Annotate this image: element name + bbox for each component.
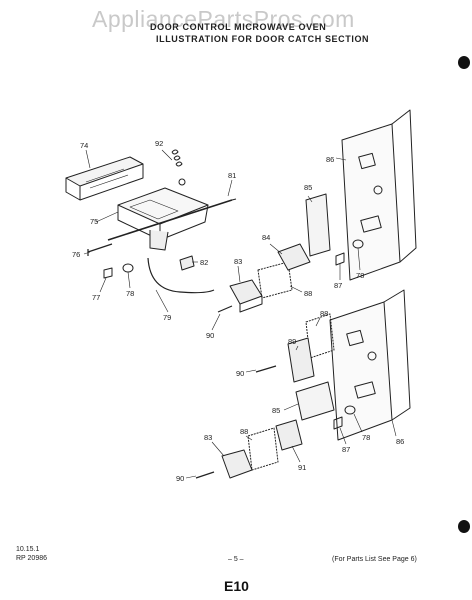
part-76-screw [87,243,113,256]
diagram-title-line2: ILLUSTRATION FOR DOOR CATCH SECTION [156,34,370,44]
part-86-plate-upper [341,109,417,281]
callout-78-c: 78 [362,433,370,442]
callout-88-c: 88 [240,427,248,436]
callout-87-b: 87 [342,445,350,454]
part-77-screw [103,267,113,279]
callout-87: 87 [334,281,342,290]
part-83-switch-upper [229,279,263,313]
callout-89: 89 [288,337,296,346]
binder-hole-bottom [458,520,470,533]
page-code: E10 [224,578,249,594]
callout-75: 75 [90,217,98,226]
page-number: – 5 – [228,556,244,563]
part-92-spring [171,149,186,186]
part-90-screw-c [195,471,215,479]
callout-83: 83 [234,257,242,266]
part-91-actuator [275,419,303,451]
callout-86-b: 86 [396,437,404,446]
part-88-insulator-middle [305,313,335,359]
callout-90: 90 [206,331,214,340]
part-79-cable [147,257,215,294]
callout-90-c: 90 [176,474,184,483]
part-88-insulator-upper [257,261,293,299]
callout-90-b: 90 [236,369,244,378]
callout-88-b: 88 [320,309,328,318]
callout-91: 91 [298,463,306,472]
part-78-washer-c [344,405,356,415]
callout-78: 78 [126,289,134,298]
diagram-title-line1: DOOR CONTROL MICROWAVE OVEN [150,22,327,32]
part-86-plate-lower [329,289,411,441]
callout-92: 92 [155,139,163,148]
part-82-plate [179,255,195,271]
parts-list-note: (For Parts List See Page 6) [332,556,417,563]
callout-74: 74 [80,141,88,150]
callout-78-b: 78 [356,271,364,280]
part-87-screw-upper [335,252,345,266]
part-78-washer-a [122,263,134,273]
callout-85-b: 85 [272,406,280,415]
callout-83-b: 83 [204,433,212,442]
part-81-rod [107,198,237,241]
part-75-latch-bracket [117,187,209,251]
part-88-insulator-lower [247,427,279,471]
binder-hole-top [458,56,470,69]
callout-88: 88 [304,289,312,298]
callout-77: 77 [92,293,100,302]
part-85-lever-lower [295,381,335,421]
callout-86: 86 [326,155,334,164]
footer-ref: RP 20986 [16,555,48,562]
part-74-handle [65,156,144,201]
callout-82: 82 [200,258,208,267]
part-87-screw-lower [333,416,343,430]
callout-76: 76 [72,250,80,259]
callout-79: 79 [163,313,171,322]
part-90-screw-a [217,305,233,313]
watermark-text: AppliancePartsPros.com [92,6,355,32]
footer-date: 10.15.1 [16,546,40,553]
part-83-switch-lower [221,449,253,479]
part-89-switch [287,337,315,383]
callout-84: 84 [262,233,270,242]
part-85-lever-upper [305,193,331,257]
part-84-actuator [277,243,311,271]
part-90-screw-b [255,365,277,373]
callout-85: 85 [304,183,312,192]
callout-81: 81 [228,171,236,180]
